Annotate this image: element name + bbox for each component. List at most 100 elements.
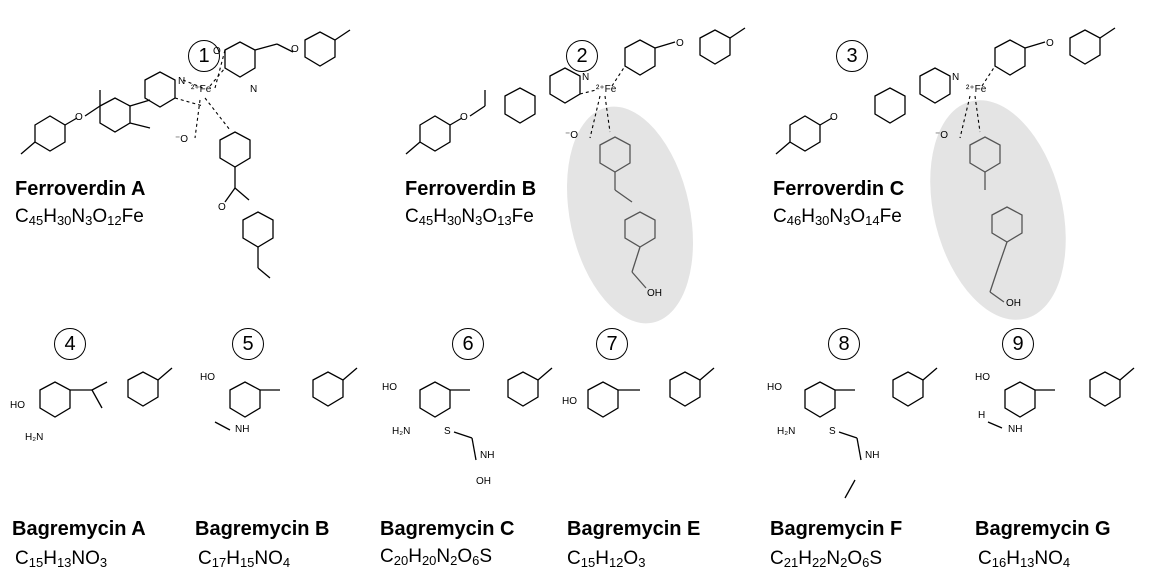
atom-label: HO <box>975 372 990 383</box>
formula-element: O <box>482 206 498 227</box>
compound-name: Bagremycin B <box>195 518 330 540</box>
atom-label: O <box>75 112 83 123</box>
formula-element: O <box>850 206 866 227</box>
atom-label: NH <box>1008 424 1022 435</box>
compound-formula: C20H20N2O6S <box>380 546 492 568</box>
atom-label: N <box>952 72 959 83</box>
formula-subscript: 46 <box>786 213 802 228</box>
formula-element: C <box>773 206 787 227</box>
formula-subscript: 15 <box>580 555 596 570</box>
formula-subscript: 13 <box>1019 555 1035 570</box>
formula-element: C <box>567 548 581 569</box>
formula-subscript: 4 <box>282 555 291 570</box>
formula-element: O <box>92 206 108 227</box>
atom-label: ⁻O <box>175 134 188 145</box>
formula-element: N <box>71 206 86 227</box>
formula-element: C <box>405 206 419 227</box>
atom-label: H₂N <box>777 426 795 437</box>
formula-subscript: 16 <box>991 555 1007 570</box>
compound-number-badge: 4 <box>54 328 86 360</box>
compound-formula: C46H30N3O14Fe <box>773 206 902 228</box>
formula-subscript: 45 <box>418 213 434 228</box>
formula-element: C <box>15 206 29 227</box>
compound-number-badge: 2 <box>566 40 598 72</box>
compound-number-badge: 8 <box>828 328 860 360</box>
bagremycin-a-structure: HO H₂N <box>10 367 173 443</box>
formula-element: H <box>43 206 57 227</box>
formula-subscript: 13 <box>56 555 72 570</box>
formula-subscript: 3 <box>843 213 851 228</box>
atom-label: H₂N <box>25 432 43 443</box>
atom-label: OH <box>476 476 491 487</box>
atom-label: O <box>460 112 468 123</box>
formula-element: Fe <box>121 206 144 227</box>
formula-subscript: 3 <box>475 213 483 228</box>
compound-number-badge: 3 <box>836 40 868 72</box>
formula-subscript: 4 <box>1062 555 1071 570</box>
atom-label: O <box>218 202 226 213</box>
formula-element: H <box>43 548 57 569</box>
atom-label: N <box>178 76 185 87</box>
formula-subscript: 13 <box>497 213 512 228</box>
compound-name: Bagremycin A <box>12 518 146 540</box>
fe-center: ²⁺Fe <box>191 84 212 95</box>
ferroverdin-a-structure: O N ²⁺Fe O N O ⁻O O <box>20 29 351 279</box>
formula-element: C <box>978 548 992 569</box>
compound-number-badge: 6 <box>452 328 484 360</box>
atom-label: H₂N <box>392 426 410 437</box>
formula-subscript: 20 <box>421 553 437 568</box>
formula-element: H <box>595 548 609 569</box>
formula-element: O <box>623 548 639 569</box>
formula-subscript: 2 <box>450 553 458 568</box>
bagremycin-g-structure: HO H NH <box>975 367 1135 435</box>
atom-label: ⁻O <box>565 130 578 141</box>
formula-subscript: 15 <box>239 555 255 570</box>
compound-name: Ferroverdin B <box>405 178 537 200</box>
formula-subscript: 14 <box>865 213 880 228</box>
formula-element: H <box>226 548 240 569</box>
formula-subscript: 3 <box>638 555 646 570</box>
atom-label: O <box>676 38 684 49</box>
compound-formula: C17H15NO4 <box>198 548 290 570</box>
compound-formula: C45H30N3O12Fe <box>15 206 144 228</box>
formula-subscript: 6 <box>472 553 480 568</box>
formula-element: NO <box>71 548 100 569</box>
compound-formula: C15H12O3 <box>567 548 645 570</box>
formula-subscript: 21 <box>783 555 799 570</box>
formula-subscript: 15 <box>28 555 44 570</box>
compound-name: Bagremycin G <box>975 518 1111 540</box>
formula-element: C <box>380 546 394 567</box>
ferroverdin-b-structure: O N ²⁺Fe O ⁻O OH <box>405 27 746 324</box>
formula-element: NO <box>254 548 283 569</box>
formula-subscript: 2 <box>840 555 848 570</box>
compound-name: Bagremycin E <box>567 518 701 540</box>
formula-element: O <box>457 546 473 567</box>
atom-label: S <box>829 426 836 437</box>
compound-name: Ferroverdin C <box>773 178 905 200</box>
bagremycin-f-structure: HO H₂N S NH <box>767 367 938 499</box>
formula-element: S <box>869 548 883 569</box>
formula-element: C <box>198 548 212 569</box>
formula-element: H <box>433 206 447 227</box>
formula-element: N <box>461 206 476 227</box>
atom-label: OH <box>647 288 662 299</box>
atom-label: NH <box>480 450 494 461</box>
atom-label: HO <box>562 396 577 407</box>
formula-subscript: 30 <box>446 213 462 228</box>
atom-label: NH <box>235 424 249 435</box>
formula-element: NO <box>1034 548 1063 569</box>
formula-element: H <box>801 206 815 227</box>
atom-label: O <box>213 46 221 57</box>
formula-element: N <box>436 546 451 567</box>
atom-label: H <box>978 410 985 421</box>
formula-subscript: 3 <box>85 213 93 228</box>
bagremycin-e-structure: HO <box>562 367 715 418</box>
compound-number-badge: 1 <box>188 40 220 72</box>
formula-element: Fe <box>879 206 902 227</box>
bagremycin-c-structure: HO H₂N S NH OH <box>382 367 553 487</box>
formula-subscript: 6 <box>862 555 870 570</box>
atom-label: NH <box>865 450 879 461</box>
formula-subscript: 20 <box>393 553 409 568</box>
formula-subscript: 12 <box>608 555 624 570</box>
compound-number-badge: 9 <box>1002 328 1034 360</box>
